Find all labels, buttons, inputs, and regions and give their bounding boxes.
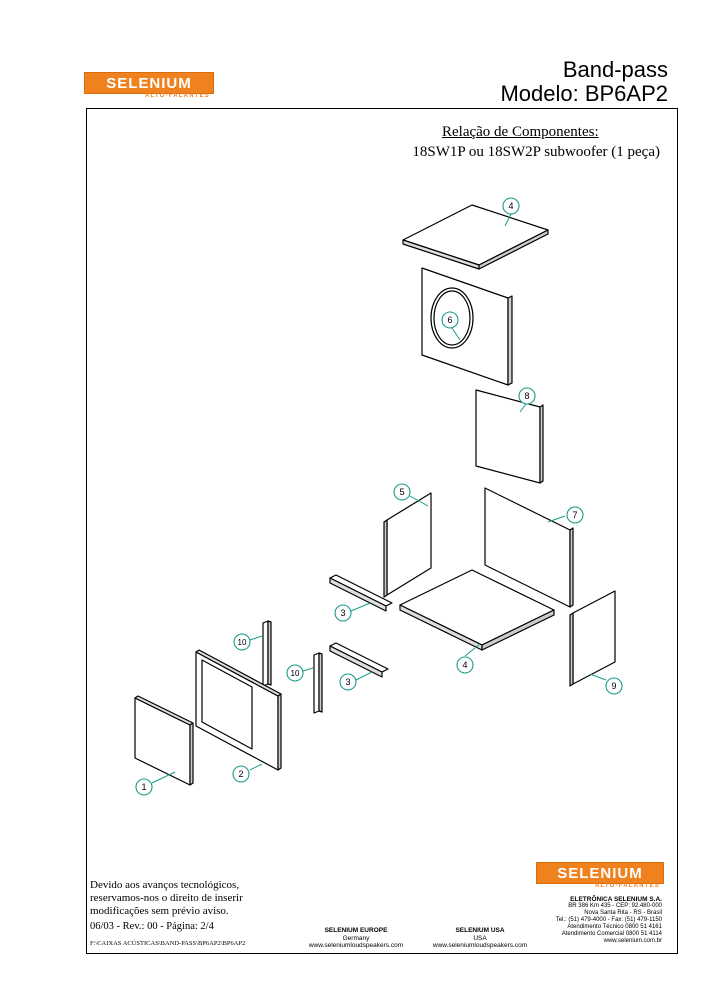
notice-text: Devido aos avanços tecnológicos, reserva… (90, 879, 243, 918)
brace-10-upper (262, 620, 269, 687)
brace-3-lower (329, 642, 389, 673)
callout-label: 10 (238, 638, 247, 647)
selenium-logo: SELENIUM (84, 72, 214, 94)
brace-3-upper (329, 574, 393, 607)
notice-line-2: reservamos-nos o direito de inserir (90, 892, 243, 904)
page-title: Band-pass (562, 57, 668, 82)
notice-line-1: Devido aos avanços tecnológicos, (90, 879, 240, 891)
callout-label: 4 (462, 660, 467, 670)
europe-country: Germany (342, 934, 370, 942)
usa-url[interactable]: www.seleniumloudspeakers.com (432, 942, 528, 949)
speaker-hole (430, 287, 474, 349)
company-name: ELETRÔNICA SELENIUM S.A. (570, 896, 662, 903)
callout-label: 6 (447, 315, 452, 325)
company-url[interactable]: www.selenium.com.br (603, 938, 662, 944)
europe-name: SELENIUM EUROPE (324, 927, 388, 934)
panel-8 (475, 389, 541, 484)
logo-text: SELENIUM (106, 74, 192, 92)
components-heading: Relação de Componentes: (442, 124, 599, 140)
company-sales: Atendimento Comercial 0800 51 4114 (561, 931, 662, 937)
callout-label: 10 (291, 669, 300, 678)
callout-label: 7 (572, 510, 577, 520)
company-block: ELETRÔNICA SELENIUM S.A. BR 386 Km 435 -… (520, 896, 662, 945)
company-address-1: BR 386 Km 435 - CEP: 92.480-000 (568, 903, 662, 909)
footer-selenium-logo: SELENIUM (536, 862, 664, 884)
usa-block: SELENIUM USA USA www.seleniumloudspeaker… (420, 927, 540, 950)
panel-top (402, 204, 549, 266)
callout-label: 1 (141, 782, 146, 792)
callout-label: 9 (611, 681, 616, 691)
callout-label: 3 (345, 677, 350, 687)
usa-name: SELENIUM USA (455, 927, 505, 934)
callout-label: 4 (508, 201, 513, 211)
model-title: Modelo: BP6AP2 (500, 81, 668, 106)
file-path: F:\CAIXAS ACÚSTICAS\BAND-PASS\BP6AP2\BP6… (90, 940, 246, 947)
footer-logo-subtitle: ALTO-FALANTES (594, 883, 660, 889)
callout-label: 2 (238, 769, 243, 779)
brace-10-lower (313, 652, 320, 714)
company-tech-support: Atendimento Técnico 0800 51 4161 (567, 924, 662, 930)
callout-label: 8 (524, 391, 529, 401)
usa-country: USA (473, 934, 487, 942)
notice-line-3: modificações sem prévio aviso. (90, 905, 229, 917)
panel-9 (572, 590, 616, 685)
company-address-2: Nova Santa Rita - RS - Brasil (584, 910, 662, 916)
europe-url[interactable]: www.seleniumloudspeakers.com (308, 942, 404, 949)
footer-logo-text: SELENIUM (557, 864, 643, 882)
company-phone: Tel.: (51) 479-4000 - Fax: (51) 479-1150 (555, 917, 662, 923)
logo-subtitle: ALTO-FALANTES (144, 93, 210, 99)
callout-label: 5 (399, 487, 404, 497)
panel-5 (386, 492, 432, 596)
drawing-frame (86, 108, 678, 954)
callout-label: 3 (340, 608, 345, 618)
europe-block: SELENIUM EUROPE Germany www.seleniumloud… (296, 927, 416, 950)
components-line: 18SW1P ou 18SW2P subwoofer (1 peça) (412, 144, 660, 160)
revision-text: 06/03 - Rev.: 00 - Página: 2/4 (90, 921, 214, 932)
